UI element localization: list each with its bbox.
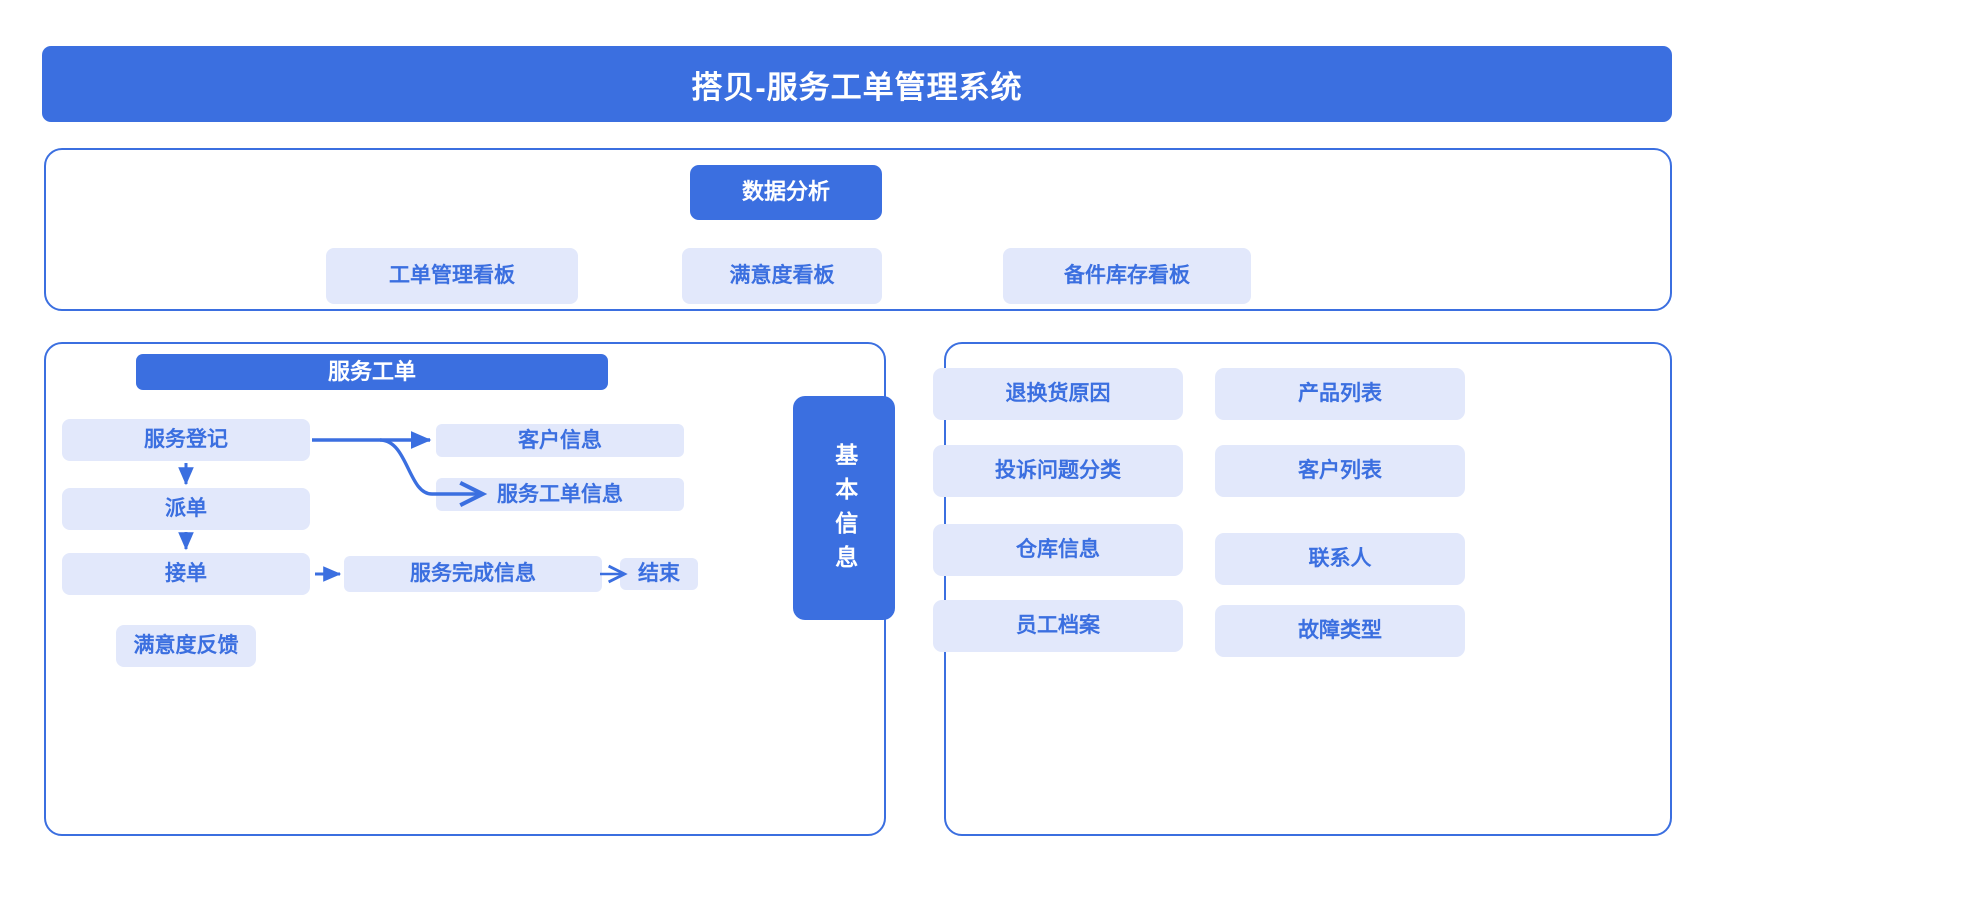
dashboard-button-satisfaction[interactable]: 满意度看板	[682, 248, 882, 304]
section-header-data-analysis[interactable]: 数据分析	[690, 165, 882, 220]
dashboard-button-work-order[interactable]: 工单管理看板	[326, 248, 578, 304]
app-title-banner: 搭贝-服务工单管理系统	[42, 46, 1672, 122]
basic-info-item-warehouse-info[interactable]: 仓库信息	[933, 524, 1183, 576]
flow-node-service-completion-info[interactable]: 服务完成信息	[344, 556, 602, 592]
basic-info-panel	[944, 342, 1672, 836]
basic-info-item-contacts[interactable]: 联系人	[1215, 533, 1465, 585]
section-header-basic-info[interactable]: 基本信息	[793, 396, 895, 620]
flow-step-dispatch[interactable]: 派单	[62, 488, 310, 530]
flow-node-satisfaction-feedback[interactable]: 满意度反馈	[116, 625, 256, 667]
flow-node-customer-info[interactable]: 客户信息	[436, 424, 684, 457]
basic-info-item-customer-list[interactable]: 客户列表	[1215, 445, 1465, 497]
dashboard-button-spare-parts-stock[interactable]: 备件库存看板	[1003, 248, 1251, 304]
flow-step-accept-order[interactable]: 接单	[62, 553, 310, 595]
basic-info-item-product-list[interactable]: 产品列表	[1215, 368, 1465, 420]
flow-node-end[interactable]: 结束	[620, 558, 698, 590]
page-title: 搭贝-服务工单管理系统	[691, 69, 1023, 105]
basic-info-item-employee-records[interactable]: 员工档案	[933, 600, 1183, 652]
flow-node-service-work-order-info[interactable]: 服务工单信息	[436, 478, 684, 511]
basic-info-item-fault-type[interactable]: 故障类型	[1215, 605, 1465, 657]
basic-info-item-complaint-category[interactable]: 投诉问题分类	[933, 445, 1183, 497]
flow-step-service-registration[interactable]: 服务登记	[62, 419, 310, 461]
basic-info-item-return-reason[interactable]: 退换货原因	[933, 368, 1183, 420]
section-header-service-work-order[interactable]: 服务工单	[136, 354, 608, 390]
